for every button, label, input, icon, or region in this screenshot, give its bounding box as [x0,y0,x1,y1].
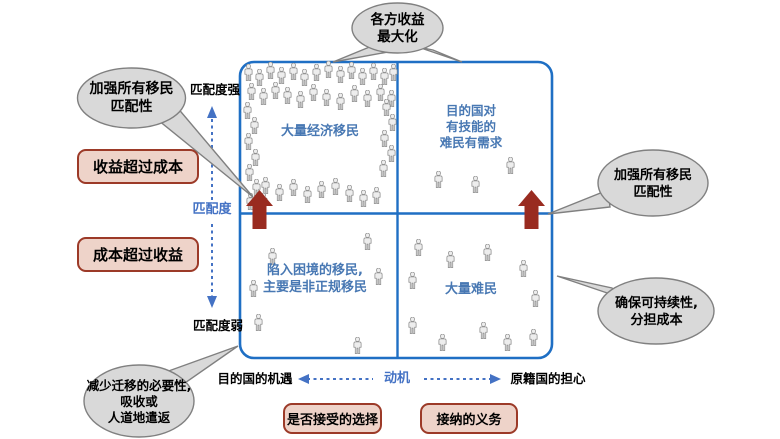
callout-choice-to-accept: 是否接受的选择 [283,403,382,434]
callout-obligation-to-admit: 接纳的义务 [420,403,518,434]
right-bottom-bubble [597,277,715,345]
quadrant-label-top-right-line: 目的国对 [445,103,496,118]
bottom-left-bubble-line: 人道地遣返 [107,410,171,425]
left-bubble-line: 匹配性 [110,99,153,115]
bottom-left-bubble-line: 减少迁移的必要性, [86,378,192,393]
callout-cost-over-benefit: 成本超过收益 [77,237,199,272]
x-axis-right-label: 原籍国的担心 [510,371,586,386]
y-axis-label: 匹配度 [192,202,232,217]
right-top-bubble-text: 加强所有移民 匹配性 [598,167,708,201]
y-axis-high-label: 匹配度强 [189,82,240,97]
quadrant-label-top-left: 大量经济移民 [280,124,359,139]
top-bubble-text: 各方收益 最大化 [352,12,443,46]
right-bottom-bubble-line: 确保可持续性, [615,296,698,311]
top-bubble [351,2,444,54]
quadrant-label-bottom-right: 大量难民 [444,282,497,297]
quadrant-label-bottom-left: 陷入困境的移民, 主要是非正规移民 [250,263,380,296]
bottom-left-bubble [83,364,195,438]
x-axis-left-label: 目的国的机遇 [217,371,293,386]
quadrant-label-bottom-left-line: 主要是非正规移民 [262,279,367,295]
x-axis-label: 动机 [383,371,410,386]
callout-benefit-over-cost: 收益超过成本 [77,149,199,184]
red-up-arrow-right [518,190,545,229]
red-up-arrow-left [246,190,273,229]
bottom-left-bubble-line: 吸收或 [120,394,158,409]
right-top-bubble [597,149,709,217]
quadrant-label-top-right: 目的国对 有技能的 难民有需求 [421,103,521,151]
quadrant-box [238,60,554,360]
quadrant-label-top-right-line: 难民有需求 [439,135,503,150]
right-bottom-bubble-text: 确保可持续性, 分担成本 [598,295,715,329]
left-bubble-line: 加强所有移民 [89,81,174,97]
left-bubble-text: 加强所有移民 匹配性 [76,80,187,116]
top-bubble-line: 各方收益 [370,12,425,28]
speech-bubbles [76,2,715,438]
top-bubble-line: 最大化 [377,29,418,45]
right-top-bubble-line: 加强所有移民 [613,168,692,183]
right-top-bubble-line: 匹配性 [633,185,673,200]
x-axis-dashed-arrow [298,374,501,384]
quadrant-label-top-right-line: 有技能的 [445,119,496,134]
bottom-left-bubble-text: 减少迁移的必要性, 吸收或 人道地遣返 [80,378,198,426]
left-bubble [76,67,187,129]
top-bubble-tail-right [417,46,463,63]
y-axis-low-label: 匹配度弱 [192,318,243,333]
quadrant-label-bottom-left-line: 陷入困境的移民, [267,263,363,278]
right-bottom-bubble-line: 分担成本 [630,313,683,328]
